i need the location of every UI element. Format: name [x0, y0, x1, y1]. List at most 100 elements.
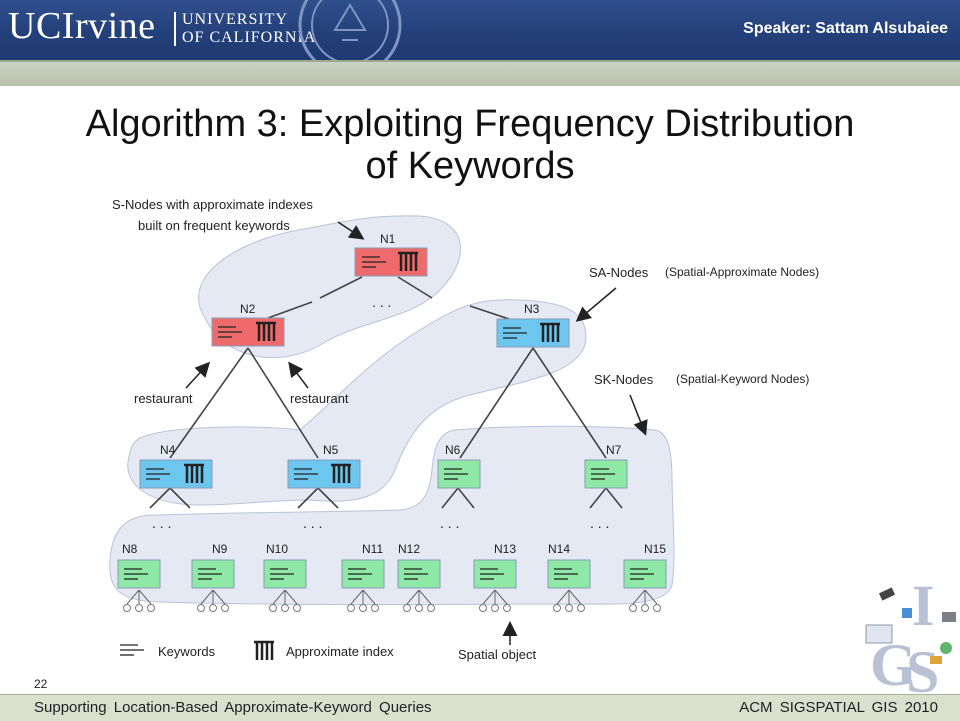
- leaf-edge: [350, 589, 364, 605]
- spatial-object-circle: [553, 604, 561, 612]
- label-n2: N2: [240, 302, 256, 316]
- node-n14: N14: [547, 542, 591, 589]
- label-n13: N13: [494, 542, 516, 556]
- label-n6: N6: [445, 443, 461, 457]
- spatial-object-circle: [503, 604, 511, 612]
- label-n11: N11: [362, 542, 383, 556]
- node-n15: N15: [623, 542, 667, 589]
- leaf-edge: [494, 589, 508, 605]
- leaf-edge: [126, 589, 140, 605]
- logo-divider: [174, 12, 176, 46]
- leaf-nodes: N8 N9 N10 N11 N12 N13: [117, 542, 667, 589]
- legend-approx: Approximate index: [286, 644, 394, 659]
- spatial-object-circles: [123, 589, 661, 612]
- node-n8: N8: [117, 542, 161, 589]
- node-n6: N6: [437, 443, 481, 489]
- leaf-edge: [482, 589, 496, 605]
- leaf-edge: [212, 589, 226, 605]
- spatial-object-circle: [415, 604, 423, 612]
- leaf-edge: [568, 589, 582, 605]
- label-s-nodes-line2: built on frequent keywords: [138, 218, 290, 233]
- node-n12: N12: [397, 542, 441, 589]
- leaf-edge: [138, 589, 152, 605]
- spatial-object-circle: [565, 604, 573, 612]
- spatial-object-circle: [641, 604, 649, 612]
- leaf-edge: [632, 589, 646, 605]
- spatial-object-circle: [197, 604, 205, 612]
- node-n4: N4: [139, 443, 213, 489]
- speaker-label: Speaker: Sattam Alsubaiee: [743, 20, 948, 37]
- node-n13: N13: [473, 542, 517, 589]
- leaf-edge: [556, 589, 570, 605]
- rtree-diagram: N1 . . . N2 N3 N4 N5 N6 N7 . . . . .: [109, 197, 956, 700]
- label-restaurant-left: restaurant: [134, 391, 193, 406]
- logo-univ-line1: UNIVERSITY: [182, 11, 288, 28]
- title-line-1: Algorithm 3: Exploiting Frequency Distri…: [85, 103, 855, 145]
- uc-logo-text: UNIVERSITY OF CALIFORNIA: [182, 11, 316, 47]
- label-sk-nodes: SK-Nodes: [594, 372, 654, 387]
- header-band: [0, 60, 960, 86]
- keywords-legend-icon: [119, 644, 145, 656]
- spatial-object-circle: [347, 604, 355, 612]
- node-n1: N1 . . .: [354, 232, 428, 310]
- slide-title: Algorithm 3: Exploiting Frequency Distri…: [0, 103, 940, 187]
- spatial-object-circle: [147, 604, 155, 612]
- node-n9: N9: [191, 542, 235, 589]
- ellipsis-n5: . . .: [303, 515, 322, 531]
- label-sa-nodes: SA-Nodes: [589, 265, 649, 280]
- node-n3: N3: [496, 302, 570, 348]
- legend-keywords: Keywords: [158, 644, 216, 659]
- footer-bar: Supporting Location-Based Approximate-Ke…: [0, 694, 960, 721]
- spatial-object-circle: [209, 604, 217, 612]
- arrow-sa-nodes: [575, 287, 617, 322]
- page-number: 22: [34, 677, 48, 691]
- uci-logo-text: UCIrvine: [8, 5, 156, 47]
- approximate-index-legend-icon: [252, 640, 276, 662]
- label-n9: N9: [212, 542, 228, 556]
- spatial-object-circle: [577, 604, 585, 612]
- leaf-edge: [406, 589, 420, 605]
- ellipsis-n1: . . .: [372, 294, 391, 310]
- leaf-edge: [272, 589, 286, 605]
- leaf-edge: [200, 589, 214, 605]
- ellipsis-n7: . . .: [590, 515, 609, 531]
- svg-text:S: S: [906, 639, 939, 700]
- leaf-edge: [362, 589, 376, 605]
- spatial-object-circle: [221, 604, 229, 612]
- gis-logo-icon: I G S: [865, 573, 956, 700]
- label-n7: N7: [606, 443, 622, 457]
- spatial-object-circle: [427, 604, 435, 612]
- label-n15: N15: [644, 542, 666, 556]
- node-n11: N11: [341, 542, 385, 589]
- spatial-object-circle: [123, 604, 131, 612]
- spatial-object-circle: [293, 604, 301, 612]
- tree-edges: [149, 276, 623, 509]
- header-bar: UCIrvine UNIVERSITY OF CALIFORNIA Speake…: [0, 0, 960, 77]
- arrow-restaurant-right: [288, 361, 309, 389]
- label-n14: N14: [548, 542, 570, 556]
- node-n5: N5: [287, 443, 361, 489]
- spatial-object-circle: [403, 604, 411, 612]
- spatial-object-circle: [491, 604, 499, 612]
- sk-nodes-region: [109, 425, 675, 605]
- spatial-object-circle: [281, 604, 289, 612]
- leaf-edge: [284, 589, 298, 605]
- label-n1: N1: [380, 232, 396, 246]
- spatial-object-circle: [135, 604, 143, 612]
- footer-title: Supporting Location-Based Approximate-Ke…: [34, 699, 432, 716]
- logo-univ-line2: OF CALIFORNIA: [182, 29, 317, 46]
- title-line-2: of Keywords: [365, 145, 575, 187]
- node-n7: N7: [584, 443, 628, 489]
- label-n8: N8: [122, 542, 138, 556]
- spatial-object-circle: [269, 604, 277, 612]
- svg-text:I: I: [912, 573, 935, 638]
- arrow-restaurant-left: [185, 361, 211, 389]
- leaf-edge: [418, 589, 432, 605]
- label-restaurant-right: restaurant: [290, 391, 349, 406]
- ellipsis-n6: . . .: [440, 515, 459, 531]
- legend: Keywords Approximate index Spatial objec…: [119, 621, 536, 662]
- arrow-sk-nodes: [629, 394, 648, 436]
- footer-conference: ACM SIGSPATIAL GIS 2010: [739, 699, 938, 716]
- spatial-object-circle: [653, 604, 661, 612]
- spatial-object-circle: [479, 604, 487, 612]
